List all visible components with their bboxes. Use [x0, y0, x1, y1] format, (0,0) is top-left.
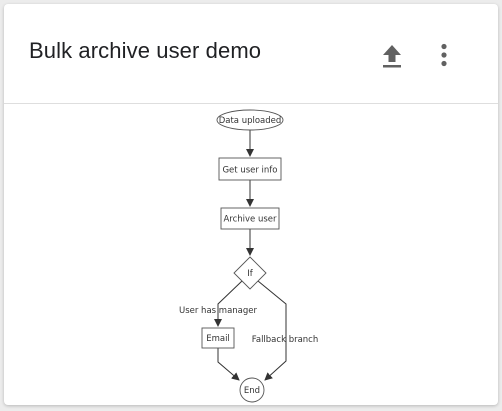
- card-title: Bulk archive user demo: [29, 38, 262, 63]
- node-if-label: If: [247, 269, 254, 279]
- workflow-card: Bulk archive user demo: [4, 4, 498, 405]
- edge-label-fallback-branch: Fallback branch: [252, 335, 319, 345]
- upload-button[interactable]: [374, 37, 410, 73]
- more-vert-icon: [426, 37, 462, 73]
- edge-email-to-end: [217, 348, 240, 381]
- edge-if-to-email: [214, 280, 243, 327]
- workflow-diagram: Data uploaded Get user info Archive user…: [179, 109, 319, 403]
- node-email-label: Email: [206, 334, 230, 344]
- node-end-label: End: [244, 386, 260, 396]
- node-end[interactable]: End: [239, 377, 265, 403]
- edge-if-to-end-fallback: [257, 280, 287, 381]
- node-archive-user-label: Archive user: [223, 215, 277, 225]
- node-data-uploaded[interactable]: Data uploaded: [216, 109, 284, 131]
- edge-label-user-has-manager: User has manager: [179, 306, 258, 316]
- card-header: Bulk archive user demo: [4, 4, 498, 104]
- node-archive-user[interactable]: Archive user: [220, 207, 280, 230]
- node-email[interactable]: Email: [201, 327, 235, 349]
- node-data-uploaded-label: Data uploaded: [219, 116, 282, 126]
- upload-icon: [374, 37, 410, 73]
- more-options-button[interactable]: [426, 37, 462, 73]
- node-if-decision[interactable]: If: [233, 256, 267, 290]
- node-get-user-info-label: Get user info: [222, 166, 277, 176]
- node-get-user-info[interactable]: Get user info: [218, 157, 282, 181]
